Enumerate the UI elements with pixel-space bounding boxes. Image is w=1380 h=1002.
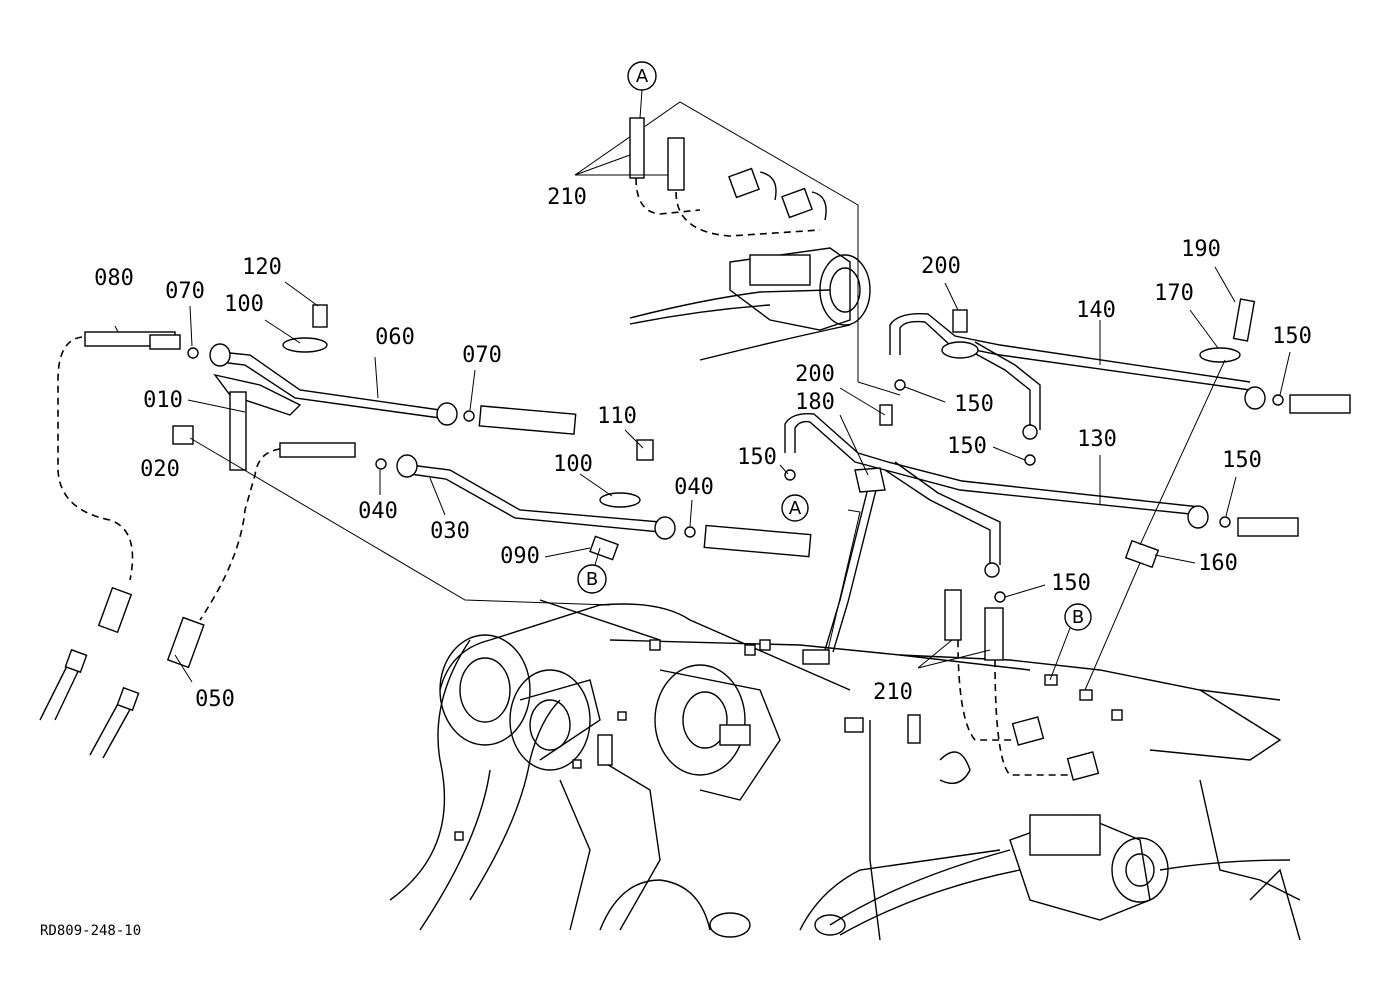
part-label: 150 (1272, 324, 1312, 349)
part-label: 150 (1051, 571, 1091, 596)
hydraulic-pipes (219, 313, 1251, 653)
leader-lines (114, 89, 1291, 691)
fittings (39, 117, 1351, 781)
part-label: 100 (553, 452, 593, 477)
ref-marker-a-top: A (636, 66, 649, 87)
drawing-code: RD809-248-10 (40, 923, 141, 939)
part-label: 120 (242, 255, 282, 280)
part-label: 190 (1181, 237, 1221, 262)
part-label: 060 (375, 325, 415, 350)
part-label: 090 (500, 544, 540, 569)
part-label: 070 (165, 279, 205, 304)
reference-markers: A A B B (577, 61, 1092, 631)
part-label: 200 (921, 254, 961, 279)
part-label: 210 (873, 680, 913, 705)
part-labels: 210 080 070 120 100 060 070 010 020 040 … (94, 185, 1312, 712)
part-label: 080 (94, 266, 134, 291)
part-label: 030 (430, 519, 470, 544)
ref-marker-b-left: B (586, 569, 598, 590)
part-label: 210 (547, 185, 587, 210)
ref-marker-a-bottom: A (789, 498, 802, 519)
part-label: 100 (224, 292, 264, 317)
part-label: 010 (143, 388, 183, 413)
part-label: 110 (597, 404, 637, 429)
part-label: 050 (195, 687, 235, 712)
part-label: 160 (1198, 551, 1238, 576)
loader-frame-drawing (389, 101, 1301, 941)
part-label: 180 (795, 390, 835, 415)
part-label: 150 (737, 445, 777, 470)
part-label: 040 (674, 475, 714, 500)
part-label: 150 (954, 392, 994, 417)
part-label: 200 (795, 362, 835, 387)
part-label: 040 (358, 499, 398, 524)
part-label: 150 (1222, 448, 1262, 473)
part-label: 150 (947, 434, 987, 459)
ref-marker-b-right: B (1072, 607, 1084, 628)
part-label: 170 (1154, 281, 1194, 306)
part-label: 070 (462, 343, 502, 368)
part-label: 140 (1076, 298, 1116, 323)
part-label: 130 (1077, 427, 1117, 452)
part-label: 020 (140, 457, 180, 482)
